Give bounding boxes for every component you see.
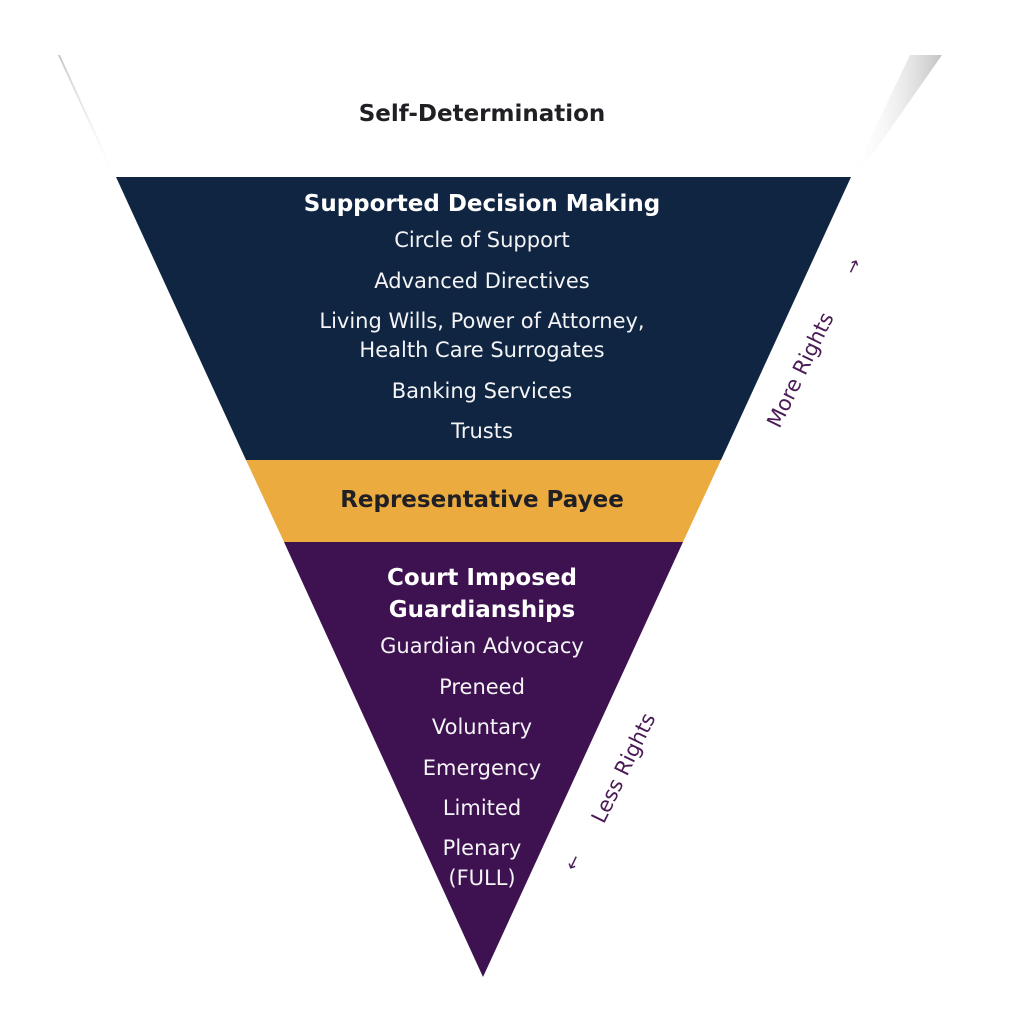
list-item: (FULL) [448,865,516,890]
list-item: Trusts [451,419,513,444]
list-item: Voluntary [431,715,533,740]
list-item: Advanced Directives [374,268,590,293]
list-item: Circle of Support [394,228,570,253]
representative-payee-band [246,460,721,542]
list-item: Guardian Advocacy [380,634,584,659]
supported-decision-band [116,177,851,460]
supported-decision-section: Supported Decision Making Circle of Supp… [282,188,682,447]
list-item: Living Wills, Power of Attorney, [319,308,645,333]
self-determination-band [60,55,908,177]
representative-payee-title: Representative Payee [340,487,624,513]
list-item: Emergency [422,755,542,780]
supported-decision-title: Supported Decision Making [303,191,661,217]
court-guardianship-section: Court Imposed Guardianships Guardian Adv… [282,562,682,893]
list-item: Health Care Surrogates [359,338,605,363]
list-item: Plenary [442,836,522,861]
list-item: Preneed [439,674,525,699]
self-determination-title: Self-Determination [358,101,606,127]
court-title-line1: Court Imposed [387,565,577,591]
list-item: Limited [442,795,522,820]
court-guardianship-band [284,542,683,977]
list-item: Banking Services [391,378,573,403]
court-title-line2: Guardianships [388,597,576,624]
top-band-shadow-right [850,55,942,180]
